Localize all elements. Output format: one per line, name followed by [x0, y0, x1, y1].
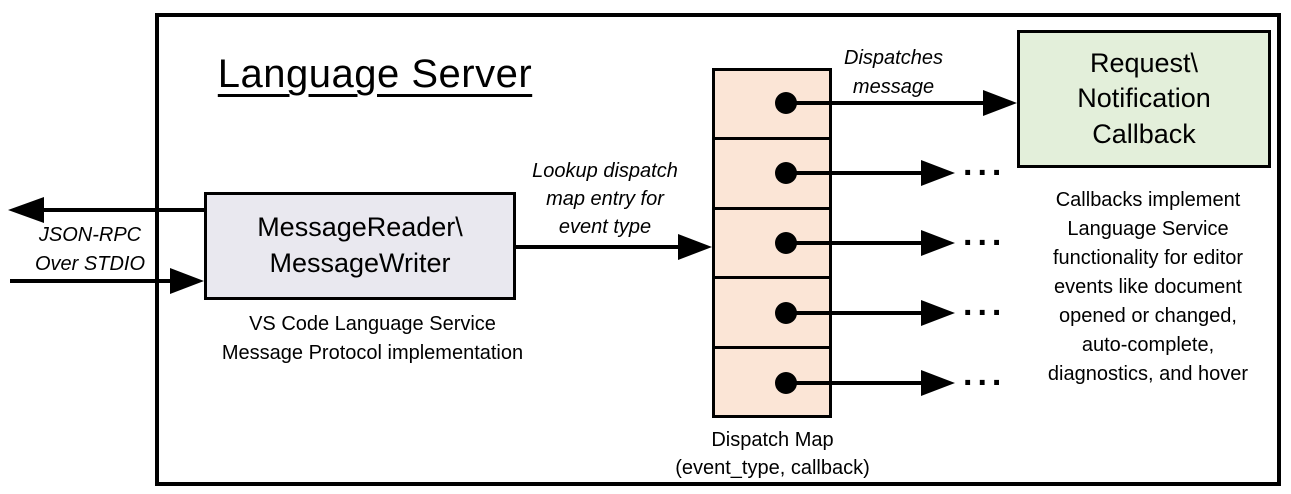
ellipsis-row-2: ... — [963, 145, 1007, 183]
json-rpc-stdio-label: JSON-RPC Over STDIO — [34, 224, 145, 275]
dispatch-map-cell — [715, 345, 829, 415]
callbacks-note: Callbacks implement Language Service fun… — [1047, 189, 1249, 385]
ellipsis-row-3: ... — [963, 215, 1007, 253]
dispatch-map-cell — [715, 206, 829, 276]
dispatches-message-label: Dispatches message — [844, 47, 943, 98]
message-reader-writer-label: MessageReader\ MessageWriter — [257, 212, 463, 278]
dispatch-map — [712, 68, 832, 418]
message-io-caption: VS Code Language Service Message Protoco… — [221, 313, 524, 364]
request-notification-callback-label: Request\ Notification Callback — [1077, 48, 1211, 149]
lookup-dispatch-label: Lookup dispatch map entry for event type — [532, 160, 678, 238]
dispatch-map-caption: Dispatch Map (event_type, callback) — [675, 429, 870, 479]
dispatch-map-cell — [715, 71, 829, 137]
diagram-title: Language Server — [217, 52, 533, 96]
dispatch-map-cell — [715, 276, 829, 345]
ellipsis-row-5: ... — [963, 355, 1007, 393]
ellipsis-row-4: ... — [963, 285, 1007, 323]
dispatch-map-cell — [715, 137, 829, 206]
request-notification-callback-box: Request\ Notification Callback — [1017, 30, 1271, 168]
message-reader-writer-box: MessageReader\ MessageWriter — [204, 192, 516, 300]
